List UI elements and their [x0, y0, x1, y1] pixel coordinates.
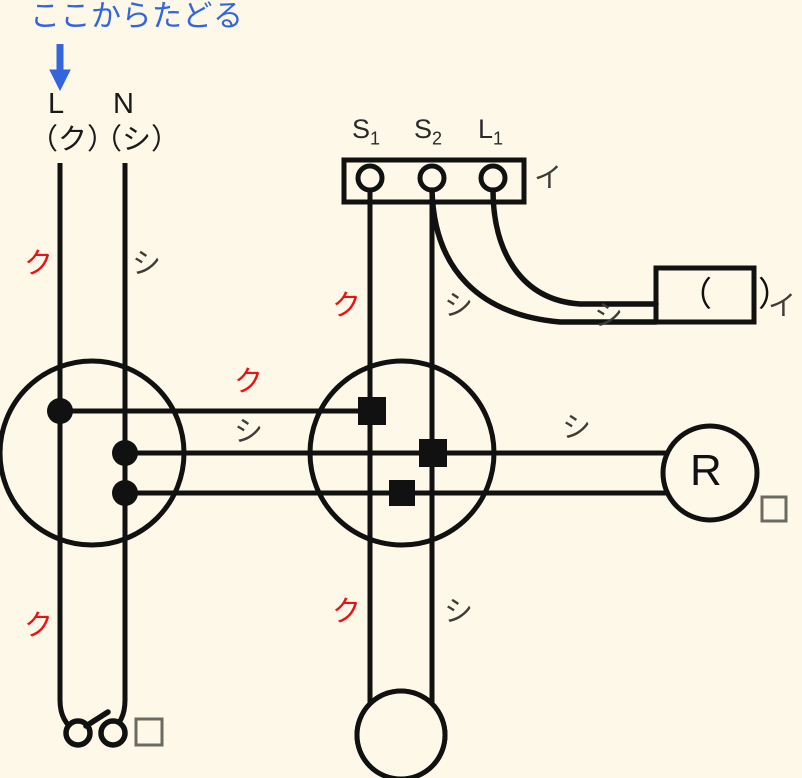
label-wire-left-live-bottom: ク — [24, 610, 54, 642]
label-wire-branch-right-mid: シ — [562, 412, 592, 444]
right-jbox-connectors — [358, 397, 447, 506]
lamp-symbol — [354, 688, 448, 778]
label-wire-branch-mid: シ — [234, 416, 264, 448]
outlet-note-square — [760, 495, 788, 523]
label-terminal-s1-main: S — [352, 114, 371, 144]
pilot-device-box — [653, 265, 757, 325]
disconnect-switch-symbol — [63, 709, 128, 748]
connector-dot-1 — [47, 398, 73, 424]
label-wire-mid-live-bottom: ク — [332, 596, 362, 628]
label-source-neutral-color: （シ） — [93, 124, 181, 156]
label-switch-mark: イ — [534, 162, 563, 193]
label-curve-far: シ — [594, 300, 624, 332]
label-wire-mid-neutral-top: シ — [444, 290, 474, 322]
terminal-l1[interactable] — [478, 163, 508, 193]
switch-note-square — [134, 717, 164, 747]
terminal-s2[interactable] — [417, 163, 447, 193]
label-source-live: L — [48, 88, 65, 120]
label-terminal-s2-main: S — [414, 114, 433, 144]
label-wire-left-live-top: ク — [24, 248, 54, 280]
connector-dot-2 — [112, 440, 138, 466]
connector-square-2 — [419, 439, 447, 467]
label-terminal-s2: S2 — [414, 114, 443, 149]
label-source-neutral: N — [113, 88, 134, 120]
label-terminal-l1-sub: 1 — [493, 128, 504, 149]
label-wire-left-neutral-top: シ — [132, 248, 162, 280]
junction-box-right — [307, 358, 497, 548]
label-wire-branch-top: ク — [234, 366, 264, 398]
terminal-s1[interactable] — [355, 163, 385, 193]
label-pilot-device-symbol: （ ） — [678, 276, 798, 314]
connector-square-3 — [389, 480, 415, 506]
left-jbox-connectors — [47, 398, 138, 506]
pilot-device-curve-wires — [429, 187, 659, 325]
label-terminal-s2-sub: 2 — [432, 128, 443, 149]
guide-note-text: ここからたどる — [30, 0, 244, 33]
label-outlet-symbol: R — [690, 446, 722, 495]
outlet-symbol — [660, 423, 760, 523]
label-terminal-l1: L1 — [478, 114, 504, 149]
connector-square-1 — [358, 397, 386, 425]
label-wire-mid-neutral-bottom: シ — [444, 596, 474, 628]
label-terminal-l1-main: L — [478, 114, 494, 144]
connector-dot-3 — [112, 480, 138, 506]
label-source-live-color: （ク） — [29, 124, 117, 156]
label-terminal-s1-sub: 1 — [370, 128, 381, 149]
label-wire-mid-live-top: ク — [332, 290, 362, 322]
label-terminal-s1: S1 — [352, 114, 381, 149]
label-pilot-device-mark: イ — [768, 290, 797, 321]
guide-arrow-icon — [49, 44, 71, 92]
